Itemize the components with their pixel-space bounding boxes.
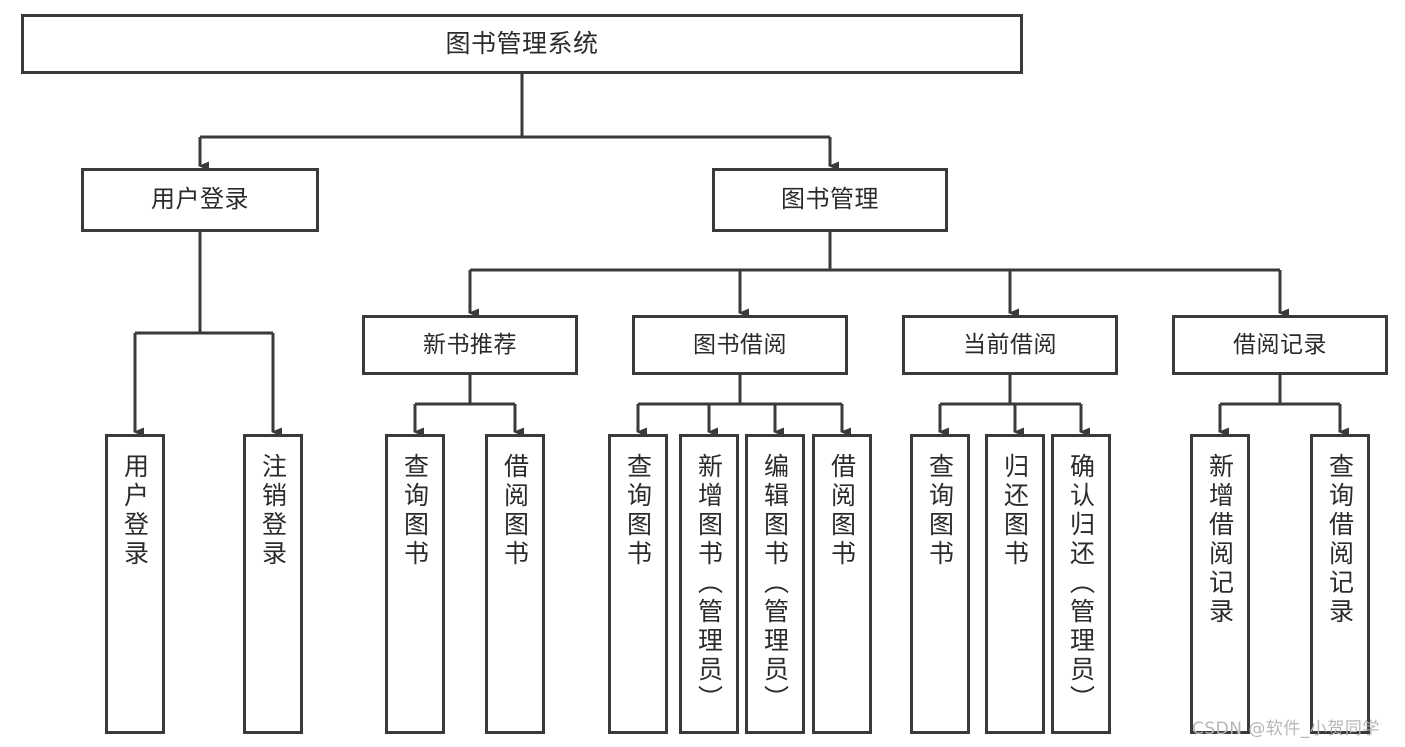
node-user-login-label: 用户登录 (151, 185, 249, 214)
leaf-leaf-query-book-1-label: 查询图书 (400, 453, 430, 569)
leaf-leaf-borrow-book-2-label: 借阅图书 (827, 453, 857, 569)
node-borrow-record-label: 借阅记录 (1233, 331, 1327, 358)
leaf-leaf-query-book-1[interactable]: 查询图书 (385, 434, 445, 734)
leaf-leaf-edit-book-admin-label: 编辑图书（管理员） (760, 453, 790, 714)
leaf-leaf-add-book-admin[interactable]: 新增图书（管理员） (679, 434, 739, 734)
leaf-leaf-user-login-label: 用户登录 (120, 453, 150, 569)
leaf-leaf-borrow-book-1[interactable]: 借阅图书 (485, 434, 545, 734)
node-current-borrow-label: 当前借阅 (963, 331, 1057, 358)
node-book-borrow[interactable]: 图书借阅 (632, 315, 848, 375)
leaf-leaf-user-logout-label: 注销登录 (258, 453, 288, 569)
leaf-leaf-add-record[interactable]: 新增借阅记录 (1190, 434, 1250, 734)
node-new-book-recommend-label: 新书推荐 (423, 331, 517, 358)
leaf-leaf-user-logout[interactable]: 注销登录 (243, 434, 303, 734)
leaf-leaf-query-book-2[interactable]: 查询图书 (608, 434, 668, 734)
node-book-manage[interactable]: 图书管理 (712, 168, 948, 232)
leaf-leaf-return-book[interactable]: 归还图书 (985, 434, 1045, 734)
leaf-leaf-user-login[interactable]: 用户登录 (105, 434, 165, 734)
node-new-book-recommend[interactable]: 新书推荐 (362, 315, 578, 375)
leaf-leaf-query-book-2-label: 查询图书 (623, 453, 653, 569)
watermark: CSDN @软件_小贺同学 (1192, 719, 1380, 739)
leaf-leaf-query-book-3-label: 查询图书 (925, 453, 955, 569)
node-user-login[interactable]: 用户登录 (81, 168, 319, 232)
leaf-leaf-borrow-book-1-label: 借阅图书 (500, 453, 530, 569)
node-book-borrow-label: 图书借阅 (693, 331, 787, 358)
node-book-manage-label: 图书管理 (781, 185, 879, 214)
node-root[interactable]: 图书管理系统 (21, 14, 1023, 74)
node-borrow-record[interactable]: 借阅记录 (1172, 315, 1388, 375)
leaf-leaf-query-book-3[interactable]: 查询图书 (910, 434, 970, 734)
leaf-leaf-confirm-return[interactable]: 确认归还（管理员） (1051, 434, 1111, 734)
leaf-leaf-query-record[interactable]: 查询借阅记录 (1310, 434, 1370, 734)
leaf-leaf-add-book-admin-label: 新增图书（管理员） (694, 453, 724, 714)
leaf-leaf-add-record-label: 新增借阅记录 (1205, 453, 1235, 627)
leaf-leaf-return-book-label: 归还图书 (1000, 453, 1030, 569)
leaf-leaf-confirm-return-label: 确认归还（管理员） (1066, 453, 1096, 714)
leaf-leaf-edit-book-admin[interactable]: 编辑图书（管理员） (745, 434, 805, 734)
node-current-borrow[interactable]: 当前借阅 (902, 315, 1118, 375)
leaf-leaf-borrow-book-2[interactable]: 借阅图书 (812, 434, 872, 734)
node-root-label: 图书管理系统 (445, 28, 599, 58)
leaf-leaf-query-record-label: 查询借阅记录 (1325, 453, 1355, 627)
